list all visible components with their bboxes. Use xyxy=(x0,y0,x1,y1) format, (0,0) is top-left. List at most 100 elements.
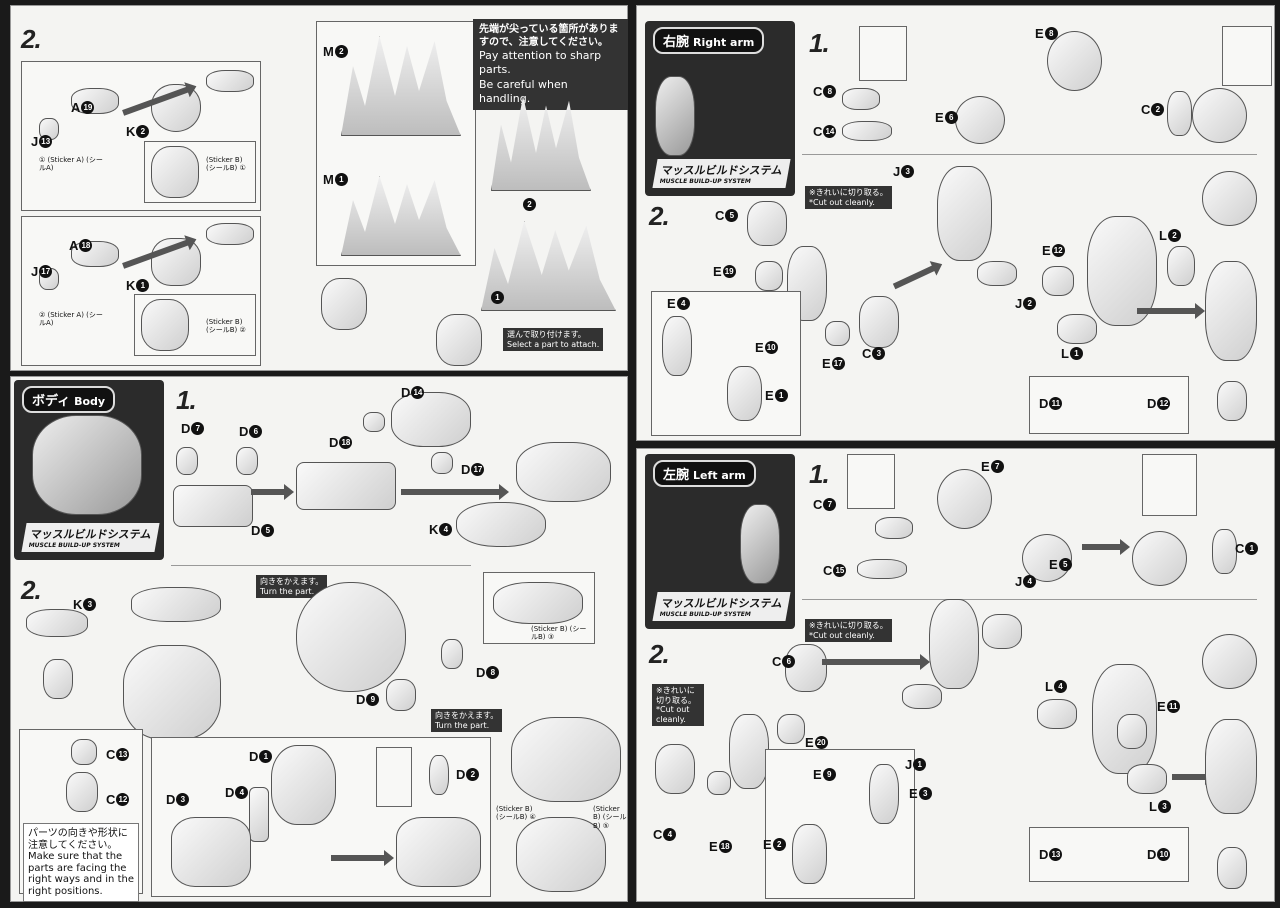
part-l1 xyxy=(1057,314,1097,344)
part-letter: C xyxy=(715,208,725,223)
part-l4 xyxy=(1037,699,1077,729)
part-letter: J xyxy=(893,164,901,179)
hand-preview xyxy=(1217,381,1247,421)
part-assembled-1 xyxy=(206,70,254,92)
part-letter: E xyxy=(813,767,822,782)
sticker-note: ① (Sticker A) (シールA) xyxy=(39,156,103,173)
part-number-badge: 12 xyxy=(1051,244,1065,257)
part-letter: D xyxy=(225,785,235,800)
part-number-badge: 3 xyxy=(918,787,932,800)
part-letter: E xyxy=(755,340,764,355)
part-l2 xyxy=(1167,246,1195,286)
part-e4 xyxy=(662,316,692,376)
sticker-note: ② (Sticker A) (シールA) xyxy=(39,311,103,328)
turn-part-note: 向きをかえます。Turn the part. xyxy=(256,575,328,599)
part-letter: E xyxy=(1049,557,1058,572)
part-number-badge: 7 xyxy=(990,460,1004,473)
part-number-badge: 1 xyxy=(334,173,348,186)
part-e17 xyxy=(825,321,850,346)
part-number-badge: 2 xyxy=(1167,229,1181,242)
arrow xyxy=(892,264,937,290)
part-letter: D xyxy=(239,424,249,439)
part-letter: E xyxy=(935,110,944,125)
upper-arm-assembly xyxy=(929,599,979,689)
part-number-badge: 19 xyxy=(722,265,736,278)
part-d3 xyxy=(171,817,251,887)
part-letter: E xyxy=(1035,26,1044,41)
part-letter: C xyxy=(106,792,116,807)
part-letter: J xyxy=(1015,296,1023,311)
step-number: 1. xyxy=(809,28,830,58)
part-number-badge: 7 xyxy=(823,498,837,511)
part-e3 xyxy=(869,764,899,824)
part-letter: A xyxy=(71,100,81,115)
part-d18 xyxy=(363,412,385,432)
step-number: 2. xyxy=(649,639,670,669)
part-c12 xyxy=(66,772,98,812)
c2-detail xyxy=(1222,26,1272,86)
part-e12 xyxy=(1042,266,1074,296)
part-letter: C xyxy=(653,827,663,842)
part-c2 xyxy=(1167,91,1192,136)
hair-top-assembly xyxy=(491,96,591,191)
sticker-note: (Sticker B) (シールB) ④ xyxy=(496,805,536,822)
part-letter: E xyxy=(981,459,990,474)
part-letter: D xyxy=(181,421,191,436)
part-number-badge: 3 xyxy=(901,165,915,178)
head-assembly-panel: 2. 先端が尖っている箇所がありますので、注意してください。 Pay atten… xyxy=(10,5,628,371)
part-number-badge: 4 xyxy=(1023,575,1037,588)
part-letter: C xyxy=(813,84,823,99)
part-number-badge: 1 xyxy=(774,389,788,402)
part-number-badge: 18 xyxy=(339,436,353,449)
part-letter: J xyxy=(1015,574,1023,589)
part-d4 xyxy=(249,787,269,842)
arrow xyxy=(1137,303,1205,319)
part-number-badge: 18 xyxy=(79,239,93,252)
collar-assembly xyxy=(131,587,221,622)
part-number-badge: 8 xyxy=(486,666,500,679)
chest-sticker-preview xyxy=(493,582,583,624)
torso-assembly xyxy=(123,645,221,740)
part-number-badge: 1 xyxy=(136,279,150,292)
part-letter: D xyxy=(1039,396,1049,411)
part-c3 xyxy=(859,296,899,348)
part-number-badge: 13 xyxy=(39,135,53,148)
part-letter: E xyxy=(765,388,774,403)
part-d8 xyxy=(441,639,463,669)
part-d5 xyxy=(173,485,253,527)
part-number-badge: 2 xyxy=(772,838,786,851)
hair-parts-box xyxy=(316,21,476,266)
frame-assembly xyxy=(296,462,396,510)
part-c4 xyxy=(655,744,695,794)
hand-preview xyxy=(1217,847,1247,889)
part-letter: L xyxy=(1149,799,1157,814)
part-letter: E xyxy=(1157,699,1166,714)
arrow xyxy=(331,850,394,866)
arm-complete xyxy=(1202,634,1257,689)
